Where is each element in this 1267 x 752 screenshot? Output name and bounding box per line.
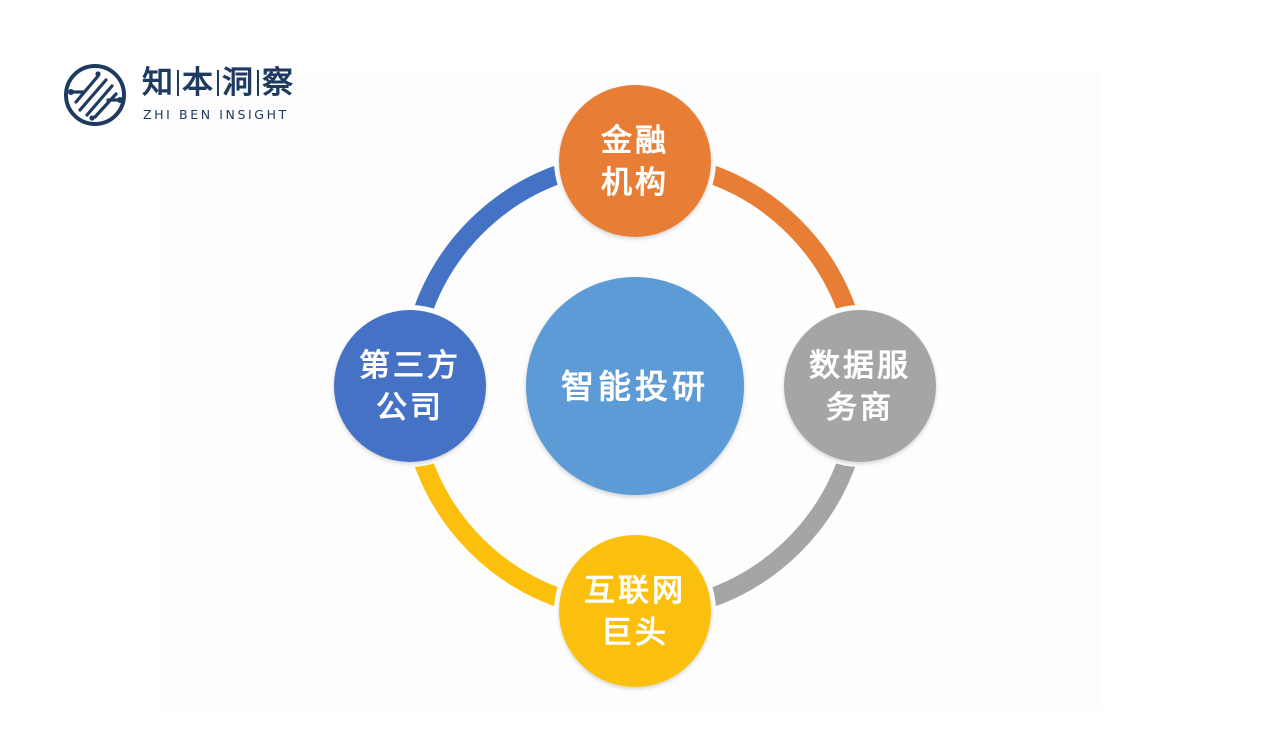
node-circle	[559, 85, 711, 237]
center-label: 智能投研	[561, 367, 709, 406]
logo-separator	[217, 70, 219, 96]
logo-char-2: 本	[182, 65, 214, 101]
node-label-line: 机构	[601, 165, 669, 201]
node-circle	[784, 310, 936, 462]
node-label-line: 互联网	[584, 573, 686, 609]
cycle-arcs	[411, 162, 859, 610]
node-circle	[559, 535, 711, 687]
logo-separator	[257, 70, 259, 96]
center-node: 智能投研	[526, 277, 744, 495]
arc-data-service-providers-to-internet-giants	[701, 452, 859, 610]
node-label-line: 公司	[376, 390, 444, 426]
arc-financial-institutions-to-data-service-providers	[701, 162, 859, 320]
center-circle	[526, 277, 744, 495]
node-label-line: 数据服	[809, 348, 911, 384]
logo-english-name: ZHI BEN INSIGHT	[143, 107, 289, 122]
node-circle	[334, 310, 486, 462]
logo-char-1: 知	[142, 65, 174, 101]
arc-third-party-companies-to-financial-institutions	[411, 162, 569, 320]
logo-chinese-name: 知本洞察	[142, 65, 294, 101]
logo-separator	[177, 70, 179, 96]
node-label-line: 第三方	[359, 348, 461, 384]
logo-char-3: 洞	[222, 65, 254, 101]
node-label-line: 金融	[600, 123, 669, 159]
node-label-line: 巨头	[601, 615, 669, 651]
zhiben-logo-icon	[64, 64, 126, 126]
node-label-line: 务商	[826, 390, 894, 426]
brand-logo: 知本洞察 ZHI BEN INSIGHT	[62, 62, 322, 132]
arc-internet-giants-to-third-party-companies	[411, 452, 569, 610]
logo-char-4: 察	[262, 65, 294, 101]
